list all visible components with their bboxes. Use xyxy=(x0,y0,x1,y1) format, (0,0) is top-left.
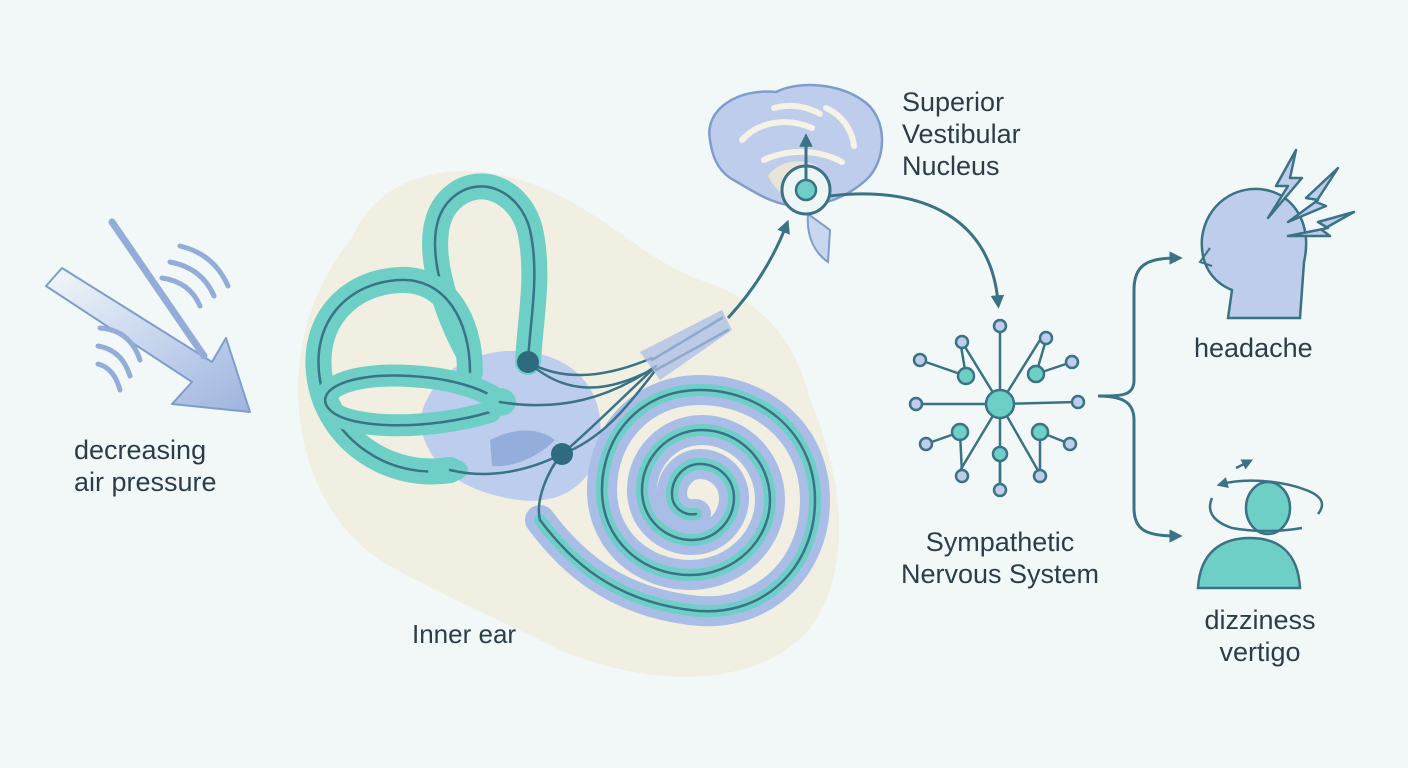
dizziness-label: dizziness vertigo xyxy=(1180,604,1340,668)
branch-arrows xyxy=(1097,251,1183,543)
pressure-arrow-icon xyxy=(45,218,251,413)
pressure-label-line1: decreasing xyxy=(74,435,207,465)
headache-label: headache xyxy=(1194,333,1313,363)
nucleus-label-line3: Nucleus xyxy=(902,151,1000,181)
nucleus-label-line1: Superior xyxy=(902,87,1005,117)
sympathetic-label-line2: Nervous System xyxy=(900,559,1100,589)
inner-ear-icon xyxy=(298,171,840,677)
sympathetic-label-line1: Sympathetic xyxy=(925,527,1075,557)
pressure-label: decreasing air pressure xyxy=(74,434,217,498)
arrow-ear-to-brain xyxy=(726,219,790,320)
nucleus-label: Superior Vestibular Nucleus xyxy=(902,86,1021,182)
dizziness-label-line1: dizziness xyxy=(1204,605,1316,635)
nucleus-label-line2: Vestibular xyxy=(902,119,1021,149)
pressure-label-line2: air pressure xyxy=(74,467,217,497)
lightning-icon xyxy=(1266,148,1356,238)
inner-ear-label: Inner ear xyxy=(412,619,517,649)
sympathetic-label: Sympathetic Nervous System xyxy=(884,526,1116,590)
nerve-network-icon xyxy=(908,318,1086,498)
brain-icon xyxy=(708,83,884,264)
dizzy-person-icon xyxy=(1196,459,1324,590)
dizziness-label-line2: vertigo xyxy=(1219,637,1301,667)
arrow-brain-to-network xyxy=(829,192,1005,309)
headache-head-icon xyxy=(1198,148,1356,320)
